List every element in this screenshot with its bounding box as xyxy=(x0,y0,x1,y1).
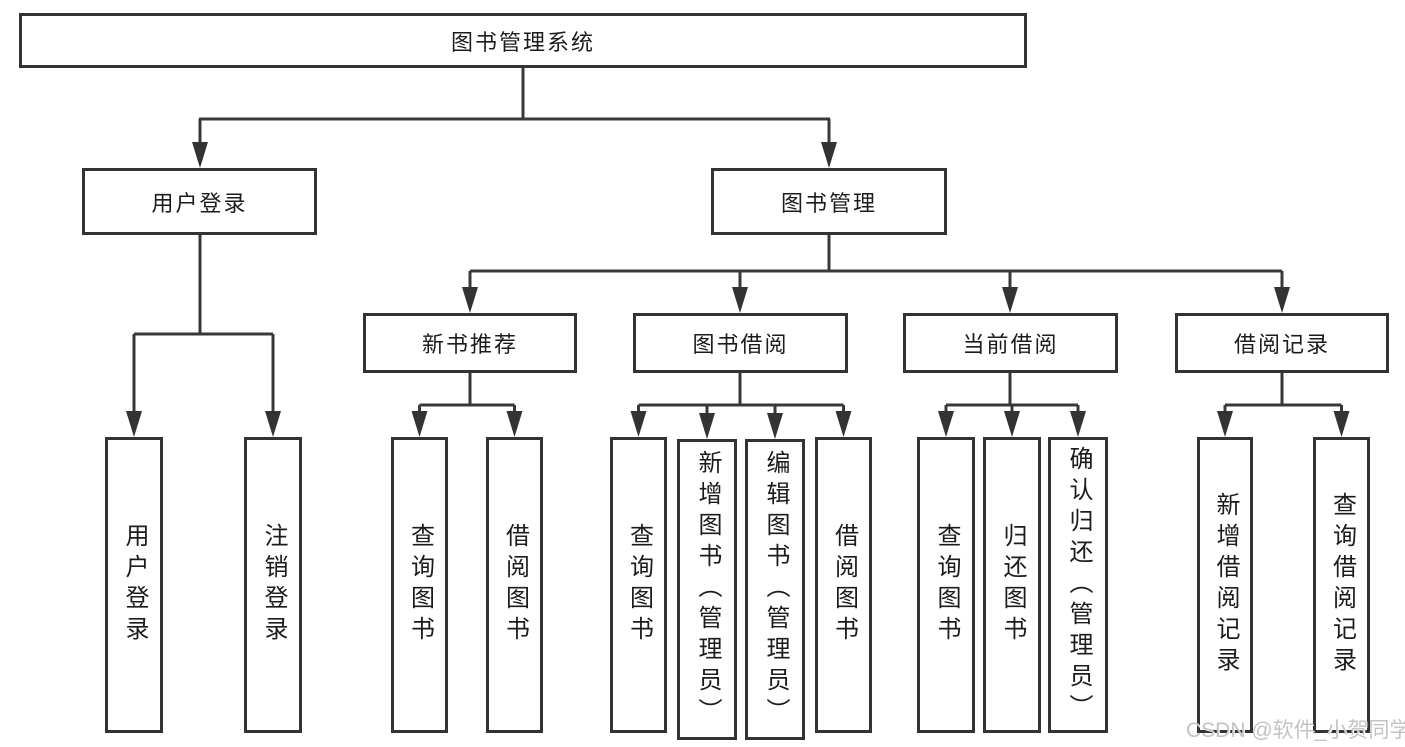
leaf-user-login: 用户登录 xyxy=(105,437,163,733)
leaf-edit-books-admin: 编辑图书（管理员） xyxy=(745,439,805,740)
leaf-return-books: 归还图书 xyxy=(983,437,1041,733)
node-current-borrowing: 当前借阅 xyxy=(903,313,1118,373)
node-label: 查询图书 xyxy=(625,523,653,647)
node-label: 图书管理系统 xyxy=(450,29,595,55)
node-borrow-records: 借阅记录 xyxy=(1175,313,1389,373)
leaf-logout: 注销登录 xyxy=(244,437,302,733)
node-label: 归还图书 xyxy=(999,523,1026,647)
node-new-book-recommend: 新书推荐 xyxy=(363,313,577,373)
leaf-borrow-books: 借阅图书 xyxy=(815,437,872,733)
node-label: 新书推荐 xyxy=(421,332,518,357)
node-label: 当前借阅 xyxy=(962,332,1059,357)
node-label: 图书管理 xyxy=(780,190,877,216)
node-label: 查询借阅记录 xyxy=(1328,492,1356,678)
node-user-login: 用户登录 xyxy=(82,168,317,235)
node-book-borrowing: 图书借阅 xyxy=(633,313,848,373)
leaf-query-books-borrowing: 查询图书 xyxy=(610,437,667,733)
node-label: 借阅记录 xyxy=(1233,332,1330,357)
node-label: 确认归还（管理员） xyxy=(1065,445,1092,725)
node-label: 注销登录 xyxy=(260,523,287,647)
node-label: 借阅图书 xyxy=(501,523,529,647)
node-label: 查询图书 xyxy=(406,523,434,647)
node-label: 新增图书（管理员） xyxy=(694,450,721,729)
node-library-management-system: 图书管理系统 xyxy=(19,13,1027,68)
node-label: 新增借阅记录 xyxy=(1212,492,1239,678)
node-label: 用户登录 xyxy=(121,523,148,647)
node-label: 编辑图书（管理员） xyxy=(762,450,789,729)
node-label: 借阅图书 xyxy=(830,523,858,647)
leaf-query-borrow-record: 查询借阅记录 xyxy=(1313,437,1370,733)
leaf-query-books-recommend: 查询图书 xyxy=(391,437,448,733)
leaf-add-books-admin: 新增图书（管理员） xyxy=(677,439,737,740)
leaf-confirm-return-admin: 确认归还（管理员） xyxy=(1048,437,1108,733)
node-label: 图书借阅 xyxy=(692,332,789,357)
node-label: 用户登录 xyxy=(151,190,248,216)
arrowheads xyxy=(126,142,1350,439)
csdn-watermark: CSDN @软件_小贺同学 xyxy=(1186,719,1405,742)
leaf-add-borrow-record: 新增借阅记录 xyxy=(1197,437,1253,733)
leaf-query-books-current: 查询图书 xyxy=(917,437,975,733)
node-book-management: 图书管理 xyxy=(711,168,947,235)
node-label: 查询图书 xyxy=(933,523,960,647)
leaf-borrow-books-recommend: 借阅图书 xyxy=(486,437,543,733)
